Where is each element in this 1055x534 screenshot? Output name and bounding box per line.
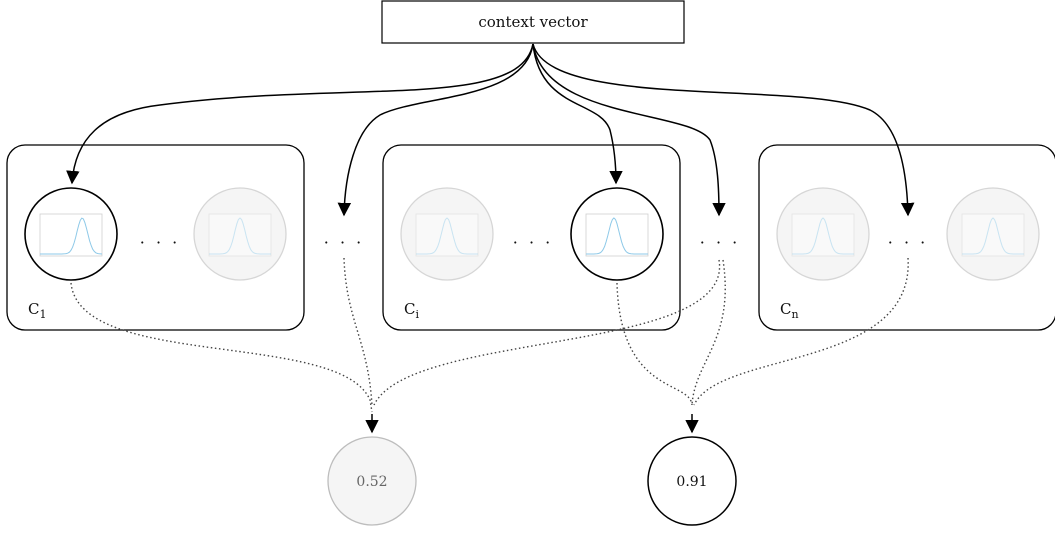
plot-frame — [585, 213, 649, 257]
ellipsis-gap-2: · · · — [700, 233, 740, 252]
group-box-cn — [758, 144, 1055, 331]
dotted-gap2-to-091 — [691, 259, 726, 406]
distribution-curve — [962, 217, 1024, 255]
group-label-ci: Ci — [404, 300, 419, 321]
arrow-to-gap-1 — [337, 43, 534, 217]
group-label-c1: C1 — [28, 300, 46, 321]
dotted-c1-to-052 — [70, 282, 373, 413]
distribution-curve — [416, 217, 478, 255]
group-box-c1 — [6, 144, 305, 331]
arrow-to-ci-node — [532, 43, 623, 185]
dist-node-c1-last — [193, 187, 287, 281]
plot-frame — [208, 213, 272, 257]
dotted-gap1-to-052 — [343, 257, 373, 406]
ellipsis-ci: · · · — [513, 233, 553, 252]
output-value-091: 0.91 — [676, 474, 707, 490]
dotted-gap2-to-052 — [373, 259, 720, 406]
dist-node-cn-first — [776, 187, 870, 281]
dist-node-c1-first — [24, 187, 118, 281]
dotted-ci-to-091 — [616, 282, 693, 406]
output-node-052: 0.52 — [327, 436, 417, 526]
plot-frame — [415, 213, 479, 257]
output-value-052: 0.52 — [356, 474, 387, 490]
arrow-to-gap-2 — [532, 43, 726, 217]
dist-node-ci-selected — [570, 187, 664, 281]
plot-frame — [39, 213, 103, 257]
dist-node-ci-first — [400, 187, 494, 281]
ellipsis-cn: · · · — [888, 233, 928, 252]
group-box-ci — [382, 144, 681, 331]
output-node-091: 0.91 — [647, 436, 737, 526]
plot-frame — [961, 213, 1025, 257]
context-vector-node: context vector — [381, 0, 685, 44]
group-label-cn: Cn — [780, 300, 799, 321]
dotted-cn-to-091 — [693, 257, 909, 406]
context-vector-label: context vector — [478, 13, 588, 31]
arrow-to-c1-node — [66, 43, 534, 185]
distribution-curve — [209, 217, 271, 255]
ellipsis-c1: · · · — [140, 233, 180, 252]
plot-frame — [791, 213, 855, 257]
distribution-curve — [792, 217, 854, 255]
ellipsis-gap-1: · · · — [324, 233, 364, 252]
distribution-curve — [586, 217, 648, 255]
distribution-curve — [40, 217, 103, 255]
dist-node-cn-last — [946, 187, 1040, 281]
arrow-to-cn-gap — [532, 43, 915, 217]
